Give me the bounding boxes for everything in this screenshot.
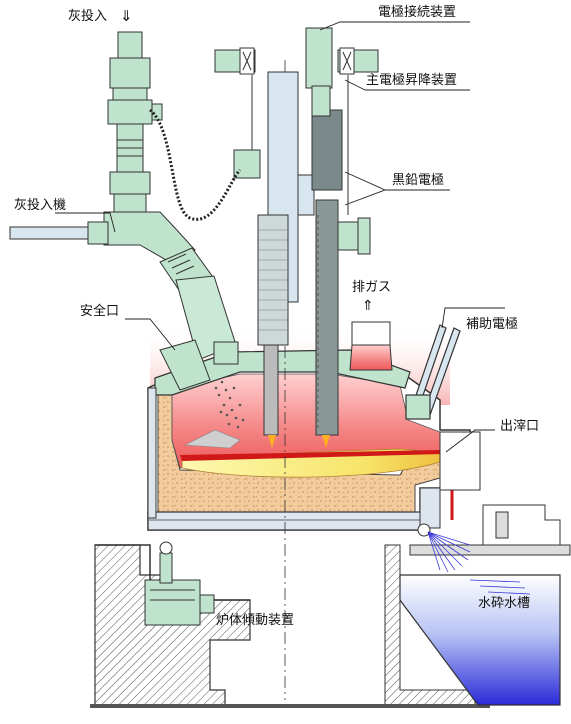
label-tilting-device: 炉体傾動装置 — [216, 613, 295, 628]
leader-lines — [55, 21, 505, 453]
label-electrode-connector: 電極接続装置 — [378, 5, 457, 20]
graphite-electrode — [305, 27, 371, 436]
label-ash-input: 灰投入 — [68, 9, 108, 24]
hose-left — [148, 108, 242, 221]
slag-outlet — [417, 431, 561, 546]
ash-particles — [214, 380, 245, 429]
label-water-tank: 水砕水槽 — [478, 596, 531, 611]
slag-bath — [180, 448, 454, 520]
water-tank — [399, 574, 561, 706]
ash-feed-column — [103, 31, 196, 266]
ash-input-arrow-icon: ⇓ — [120, 7, 133, 25]
ash-heap — [183, 429, 241, 449]
label-electrode-lift: 主電極昇降装置 — [366, 73, 458, 88]
safety-port — [159, 339, 239, 391]
label-ash-feeder: 灰投入機 — [14, 198, 67, 213]
label-exhaust: 排ガス — [352, 280, 392, 295]
label-aux-electrode: 補助電極 — [466, 317, 519, 332]
hoist-devices — [214, 47, 379, 215]
furnace-shell — [147, 349, 471, 531]
electrode-column — [233, 71, 315, 436]
label-graphite-electrode: 黒鉛電極 — [392, 173, 445, 188]
label-safety-port: 安全口 — [80, 304, 120, 319]
water-spray — [427, 531, 471, 573]
feed-chute — [159, 247, 237, 361]
aux-electrodes — [405, 324, 461, 420]
electrode-arcs — [268, 435, 330, 448]
exhaust-arrow-icon: ⇑ — [362, 298, 374, 314]
exhaust-duct — [349, 321, 393, 371]
label-slag-outlet: 出滓口 — [500, 419, 540, 434]
ash-feeder — [9, 221, 109, 245]
tilting-device — [144, 541, 215, 626]
